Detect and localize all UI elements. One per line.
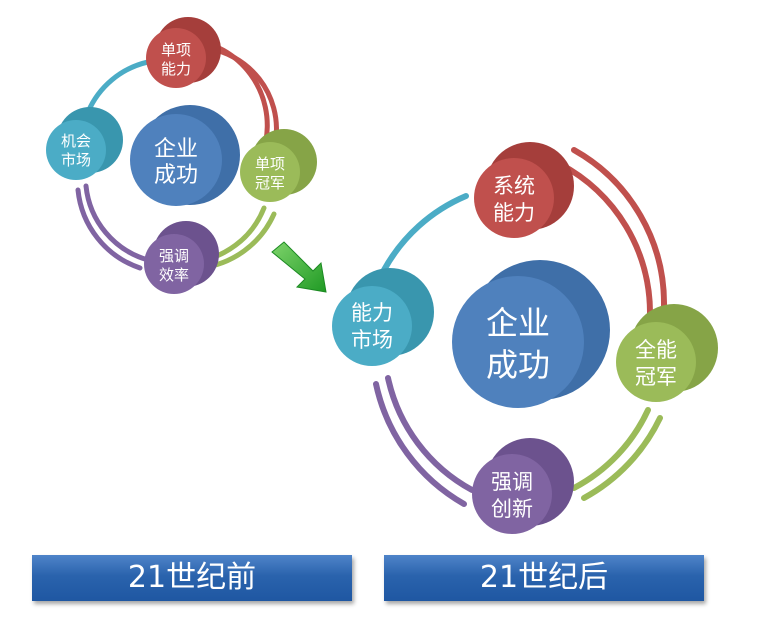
- right-arc-left-top: [381, 193, 469, 273]
- left-arc-top-right-inner: [203, 45, 279, 141]
- right-left-node: 能力 市场: [332, 268, 434, 366]
- right-left-text-1: 能力: [351, 301, 393, 325]
- left-arc-bottom-left: [83, 183, 151, 263]
- left-arc-bottom-left-inner: [75, 187, 143, 271]
- left-left-node: 机会 市场: [46, 107, 123, 180]
- right-top-text-1: 系统: [493, 174, 535, 198]
- right-center-text-1: 企业: [486, 304, 550, 342]
- left-right-text-1: 单项: [255, 155, 285, 173]
- right-right-text-1: 全能: [635, 338, 677, 362]
- left-left-text-2: 市场: [61, 151, 91, 169]
- left-top-node: 单项 能力: [146, 17, 221, 88]
- left-top-text-1: 单项: [161, 41, 191, 59]
- left-cycle: 企业 成功 单项 能力 单项 冠军 强调 效率 机会: [46, 17, 317, 294]
- right-center-node: 企业 成功: [452, 260, 610, 408]
- right-arc-right-bottom-inner: [581, 415, 663, 501]
- right-arc-bottom-left-inner: [373, 381, 467, 507]
- right-arc-right-bottom: [571, 407, 651, 491]
- right-arc-bottom-left: [385, 375, 475, 493]
- right-right-text-2: 冠军: [635, 365, 677, 389]
- right-cycle: 企业 成功 系统 能力 全能 冠军 强调 创新 能力: [332, 142, 718, 534]
- left-top-text-2: 能力: [161, 60, 191, 78]
- transition-arrow: [271, 241, 327, 293]
- right-bottom-node: 强调 创新: [472, 438, 574, 534]
- left-right-node: 单项 冠军: [240, 129, 317, 202]
- left-bottom-text-1: 强调: [159, 247, 189, 265]
- left-bottom-text-2: 效率: [159, 266, 189, 284]
- left-arc-left-top: [85, 59, 151, 115]
- right-arc-top-right: [557, 161, 654, 317]
- right-bottom-text-2: 创新: [491, 497, 533, 521]
- right-top-text-2: 能力: [493, 201, 535, 225]
- left-right-text-2: 冠军: [255, 174, 285, 192]
- left-center-node: 企业 成功: [130, 105, 240, 206]
- left-center-text-1: 企业: [154, 137, 198, 162]
- left-left-text-1: 机会: [61, 132, 91, 150]
- right-center-text-2: 成功: [486, 346, 550, 384]
- right-top-node: 系统 能力: [474, 142, 574, 238]
- right-right-node: 全能 冠军: [616, 304, 718, 402]
- caption-before: 21世纪前: [32, 555, 352, 601]
- right-bottom-text-1: 强调: [491, 470, 533, 494]
- right-arc-top-right-inner: [571, 147, 668, 309]
- right-left-text-2: 市场: [351, 328, 393, 352]
- left-center-text-2: 成功: [154, 163, 198, 188]
- left-bottom-node: 强调 效率: [144, 221, 219, 294]
- caption-after: 21世纪后: [384, 555, 704, 601]
